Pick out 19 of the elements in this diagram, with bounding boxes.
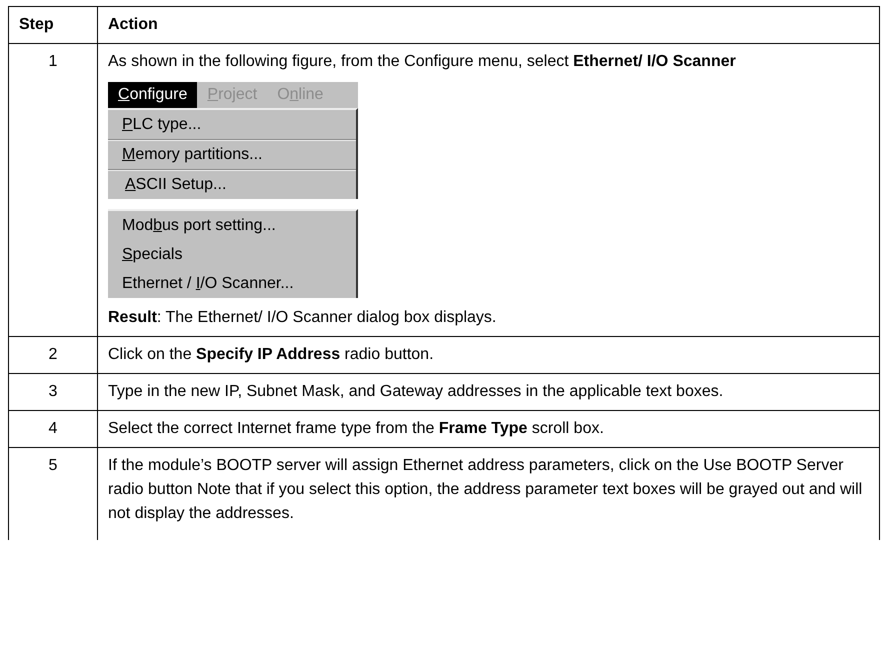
result-text: Result: The Ethernet/ I/O Scanner dialog box displays.	[108, 308, 498, 328]
menu-item: PLC type...	[108, 110, 356, 140]
menu-item: Memory partitions...	[108, 140, 356, 170]
instruction-text: Type in the new IP, Subnet Mask, and Gateway addresses in the applicable text boxes.	[98, 374, 880, 410]
step-number: 3	[8, 374, 98, 410]
instruction-text: As shown in the following figure, from the Configure menu, select Ethernet/ I/O Scanner	[108, 52, 737, 72]
menu-item: Modbus port setting...	[121, 216, 277, 236]
menu-item: Specials	[121, 245, 184, 265]
step-number: 4	[8, 410, 98, 448]
step-number: 2	[8, 336, 98, 374]
menu-item: Configure	[108, 82, 198, 108]
step-number: 5	[8, 448, 98, 540]
step-number: 1	[8, 44, 98, 336]
menu-item: ASCII Setup...	[124, 175, 228, 195]
column-header: Step	[8, 6, 98, 44]
menu-item: Ethernet / I/O Scanner...	[121, 274, 295, 294]
instruction-text: Click on the Specify IP Address radio button.	[98, 336, 880, 374]
instruction-text: Select the correct Internet frame type from the Frame Type scroll box.	[98, 410, 880, 448]
column-header: Action	[98, 6, 880, 44]
